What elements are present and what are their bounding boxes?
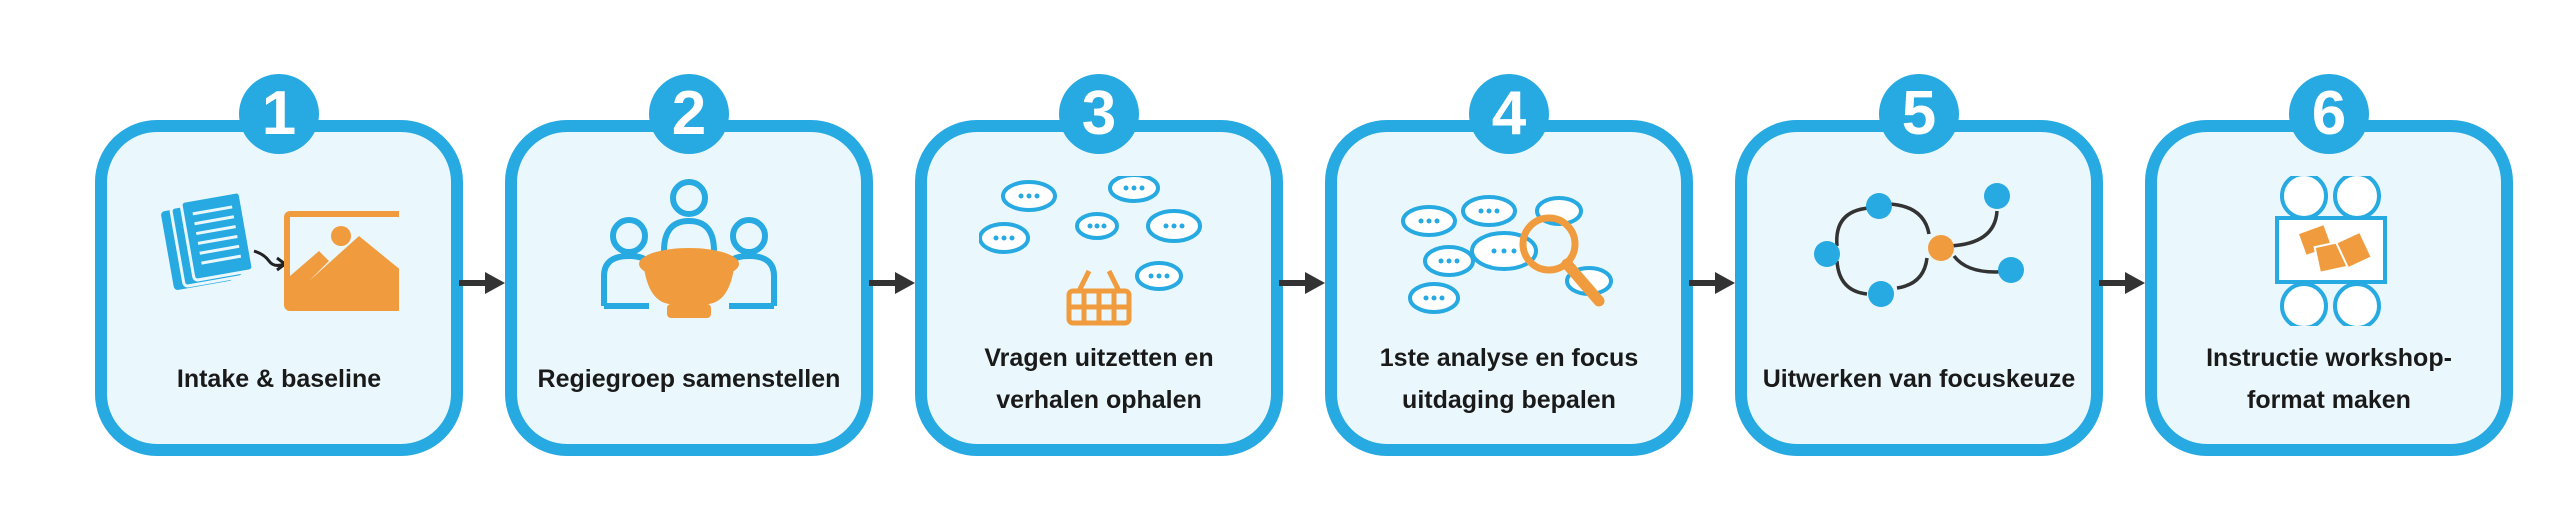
step-4-card: 4 1ste analyse en focus uitdaging bepale… xyxy=(1325,74,1693,456)
step-label: 1ste analyse en focus uitdaging bepalen xyxy=(1379,344,1639,414)
step-label: Intake & baseline xyxy=(176,365,382,393)
step-label: Regiegroep samenstellen xyxy=(537,365,841,393)
step-number-badge: 5 xyxy=(1879,74,1959,154)
step-number-badge: 3 xyxy=(1059,74,1139,154)
documents-to-image-icon xyxy=(161,190,399,311)
step-1-card: 1 Intake & baseline xyxy=(95,74,463,456)
step-6-card: 6 Instructie workshop-format maken xyxy=(2145,74,2513,456)
speech-bubbles-magnifier-icon xyxy=(1401,195,1613,314)
step-2-card: 2 Regiegroep samenstellen xyxy=(505,74,873,456)
step-number-badge: 1 xyxy=(239,74,319,154)
step-label: Instructie workshop-format maken xyxy=(2206,344,2452,414)
arrow-right-icon xyxy=(2099,272,2145,294)
arrow-right-icon xyxy=(1689,272,1735,294)
meeting-group-icon xyxy=(601,179,777,318)
step-3-card: 3 Vragen uitzetten en verhalen ophalen xyxy=(915,74,1283,456)
network-focus-icon xyxy=(1814,183,2024,307)
step-label: Uitwerken van focuskeuze xyxy=(1762,365,2076,393)
step-number-badge: 4 xyxy=(1469,74,1549,154)
speech-bubbles-basket-icon xyxy=(979,176,1202,326)
step-label: Vragen uitzetten en verhalen ophalen xyxy=(984,344,1214,414)
step-number-badge: 2 xyxy=(649,74,729,154)
arrow-right-icon xyxy=(869,272,915,294)
step-number-badge: 6 xyxy=(2289,74,2369,154)
workshop-table-icon xyxy=(2275,176,2387,326)
arrow-right-icon xyxy=(459,272,505,294)
arrow-right-icon xyxy=(1279,272,1325,294)
step-5-card: 5 Uitwerken van focuskeuze xyxy=(1735,74,2103,456)
